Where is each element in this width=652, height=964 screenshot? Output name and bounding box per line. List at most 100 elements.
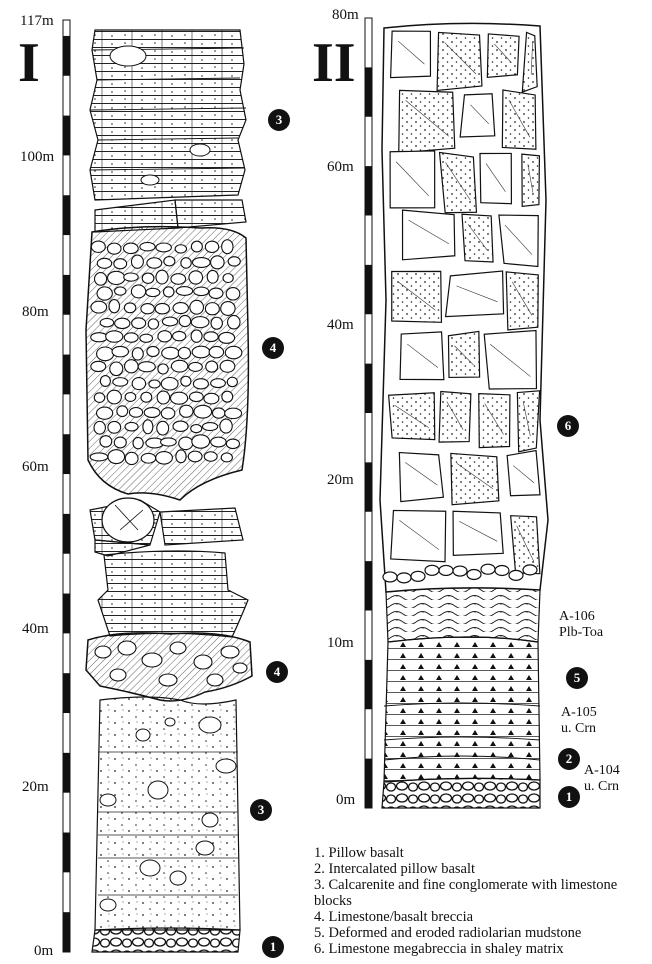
breccia-clast <box>114 259 127 269</box>
megabreccia-block-outline <box>392 271 442 322</box>
breccia-clast <box>211 317 222 329</box>
breccia-clast <box>189 271 203 284</box>
megabreccia-block <box>517 391 539 452</box>
scale-bar-segment <box>365 364 372 413</box>
sample-age: u. Crn <box>584 779 620 795</box>
breccia-clast <box>97 287 112 300</box>
breccia-clast <box>94 273 106 286</box>
breccia-clast <box>211 379 226 388</box>
scale-bar-segment <box>365 561 372 610</box>
megabreccia-block-outline <box>484 330 536 389</box>
megabreccia-cobble <box>523 565 537 575</box>
scale-bar-outline <box>63 20 70 952</box>
breccia-clast <box>191 330 202 342</box>
megabreccia-block <box>480 153 511 203</box>
breccia-clast <box>181 376 191 386</box>
scale-bar-segment <box>63 434 70 474</box>
megabreccia-block-outline <box>480 153 511 203</box>
scale-bar-segment <box>365 462 372 511</box>
scale-label-60m: 60m <box>22 460 49 475</box>
megabreccia-block <box>437 32 482 90</box>
breccia-clast <box>219 332 235 343</box>
breccia-clast <box>192 258 210 268</box>
breccia-clast <box>204 452 217 462</box>
megabreccia-block <box>511 516 540 574</box>
breccia-clast <box>173 331 186 340</box>
megabreccia-block-outline <box>479 394 510 448</box>
legend-item: 4. Limestone/basalt breccia <box>314 909 650 925</box>
megabreccia-cobble <box>439 565 453 575</box>
megabreccia-block <box>451 453 499 504</box>
megabreccia-block <box>399 90 455 153</box>
breccia-clast <box>108 421 121 433</box>
breccia-clast <box>149 380 160 388</box>
breccia-clast <box>223 274 233 283</box>
megabreccia-block <box>400 332 444 380</box>
breccia-clast <box>140 334 153 342</box>
scale-bar-segment <box>63 514 70 554</box>
breccia-clast <box>220 360 235 372</box>
sample-label: A-104 u. Crn <box>584 763 620 795</box>
scale-bar-segment <box>365 759 372 808</box>
breccia-clast <box>131 285 145 298</box>
breccia-clast <box>132 318 146 329</box>
legend-item: 3. Calcarenite and fine conglomerate wit… <box>314 877 650 909</box>
megabreccia-block-outline <box>517 391 539 452</box>
breccia-clast <box>226 439 239 448</box>
megabreccia-block-outline <box>453 511 503 555</box>
scale-label-117m: 117m <box>20 14 54 29</box>
megabreccia-block-outline <box>499 215 538 266</box>
breccia-clast <box>156 270 168 284</box>
breccia-clast <box>173 421 188 431</box>
scale-label-0m-ii: 0m <box>336 793 355 808</box>
breccia-clast <box>163 287 174 297</box>
megabreccia-block <box>403 210 455 260</box>
column-section-i <box>86 30 252 952</box>
megabreccia-block-outline <box>390 151 435 208</box>
breccia-clast <box>125 360 139 373</box>
breccia-clast <box>164 257 175 266</box>
megabreccia-block <box>507 451 540 496</box>
breccia-clast <box>156 452 173 464</box>
breccia-clast <box>108 271 125 284</box>
megabreccia-cobble <box>509 570 523 580</box>
section-ii-title: II <box>312 35 356 91</box>
breccia-clast <box>228 257 240 266</box>
megabreccia-block-outline <box>460 94 495 137</box>
megabreccia-block <box>506 272 538 330</box>
breccia-clast <box>155 303 169 314</box>
scale-label-20m: 20m <box>22 780 49 795</box>
scale-bar-segment <box>63 833 70 873</box>
scale-bar-segment <box>63 753 70 793</box>
megabreccia-block-outline <box>511 516 540 574</box>
megabreccia-block-outline <box>391 31 431 78</box>
scale-bar-segment <box>365 265 372 314</box>
bed-pillow-basalt <box>92 928 240 952</box>
breccia-clast <box>161 377 178 390</box>
sample-label: A-106 Plb-Toa <box>559 609 603 641</box>
megabreccia-cobble <box>397 573 411 583</box>
breccia-clast <box>222 391 233 402</box>
megabreccia-block-outline <box>502 90 536 149</box>
breccia-clast <box>141 453 155 463</box>
scale-label-100m: 100m <box>20 150 54 165</box>
megabreccia-block <box>499 215 538 266</box>
megabreccia-cobble <box>481 564 495 574</box>
megabreccia-block <box>462 214 493 262</box>
scale-label-0m: 0m <box>34 944 53 959</box>
breccia-clast <box>115 318 130 328</box>
megabreccia-block <box>446 271 504 317</box>
breccia-clast <box>227 377 237 386</box>
megabreccia-block-outline <box>506 272 538 330</box>
megabreccia-cobble <box>495 566 509 576</box>
sample-id: A-106 <box>559 609 603 625</box>
breccia-clast <box>179 437 193 450</box>
megabreccia-block <box>522 154 540 206</box>
sample-label: A-105 u. Crn <box>561 705 597 737</box>
breccia-clast <box>125 452 138 464</box>
megabreccia-cobble <box>425 565 439 575</box>
breccia-clast <box>221 453 232 462</box>
breccia-clast <box>107 390 121 404</box>
breccia-clast <box>125 393 136 402</box>
